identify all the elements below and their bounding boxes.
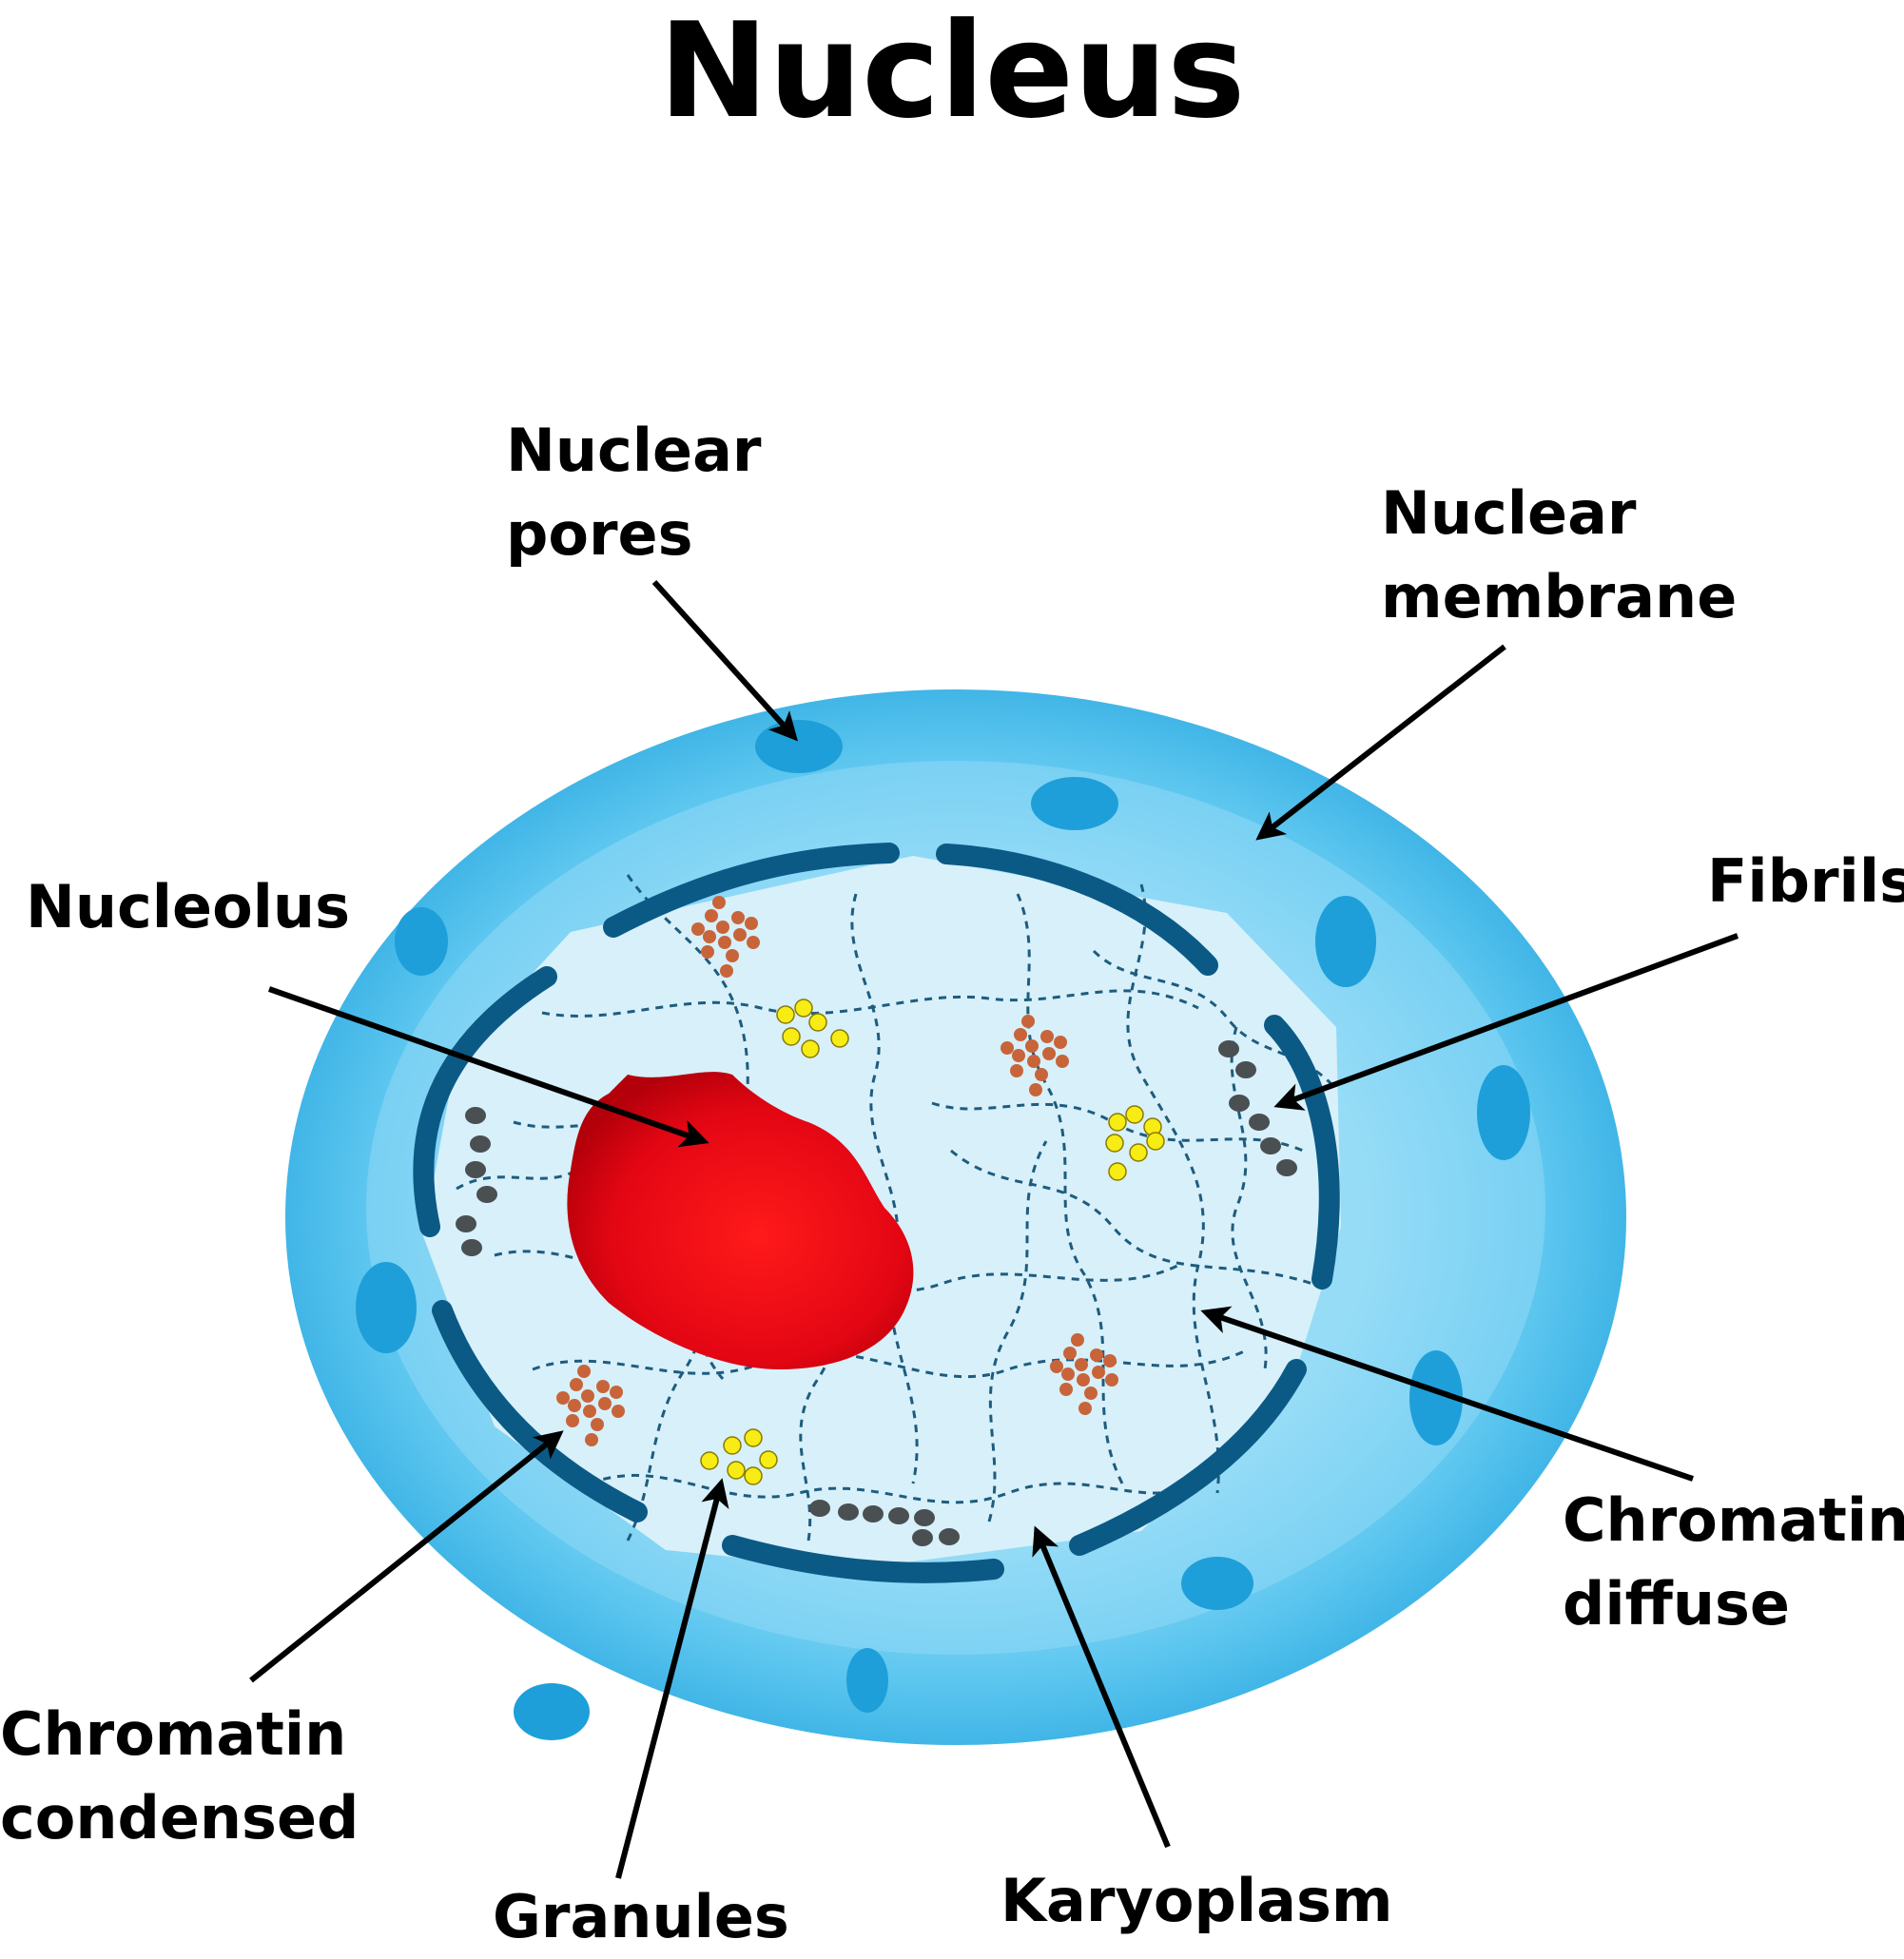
label-line: pores [506,499,693,569]
label-line: diffuse [1563,1569,1790,1639]
arrow-fibrils [1273,933,1739,1111]
arrow-nuclear-pores [651,579,799,742]
nucleolus [567,1072,914,1369]
arrow-nucleolus [268,986,709,1148]
label-line: Nuclear [506,416,762,485]
label-chromatin-diffuse: Chromatin diffuse [1563,1479,1904,1646]
label-chromatin-condensed: Chromatin condensed [0,1693,359,1860]
label-line: Chromatin [0,1699,347,1769]
arrow-nuclear-membrane [1255,644,1506,841]
label-nucleolus: Nucleolus [26,865,350,949]
granules-orange [556,896,1118,1446]
inner-membrane-ring [413,843,1340,1583]
label-line: Nucleolus [26,872,350,941]
label-nuclear-membrane: Nuclear membrane [1381,472,1737,639]
label-nuclear-pores: Nuclear pores [506,409,762,576]
arrows [249,579,1739,1879]
arrow-granules [615,1478,729,1879]
arrow-chromatin-diffuse [1200,1306,1694,1482]
label-line: Nuclear [1381,478,1637,548]
label-line: membrane [1381,562,1738,631]
label-line: Granules [493,1882,789,1951]
page-title: Nucleus [658,0,1246,147]
label-line: condensed [0,1783,359,1852]
label-fibrils: Fibrils [1707,840,1904,923]
arrow-karyoplasm [1032,1525,1171,1849]
label-granules: Granules [493,1875,789,1959]
label-line: Karyoplasm [1001,1866,1393,1935]
label-line: Chromatin [1563,1485,1904,1555]
label-karyoplasm: Karyoplasm [1001,1859,1392,1943]
arrow-chromatin-condensed [249,1430,564,1683]
granules-yellow [700,999,1165,1485]
label-line: Fibrils [1707,846,1904,916]
chromatin-condensed-dots [456,1040,1297,1546]
nuclear-pores [356,720,1530,1740]
